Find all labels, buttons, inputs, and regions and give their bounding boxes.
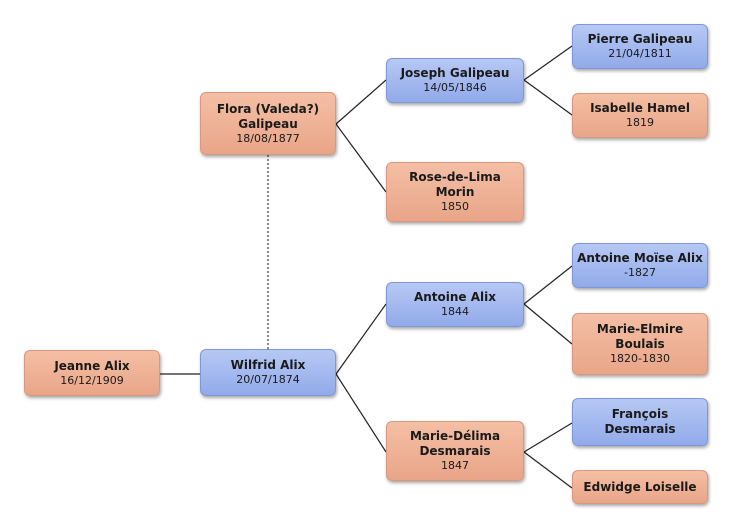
link-joseph-pierre [523, 45, 573, 81]
person-date: 1847 [441, 459, 469, 472]
person-name: Isabelle Hamel [590, 101, 690, 115]
link-marie-edwidge [523, 451, 573, 489]
person-date: 1850 [441, 200, 469, 213]
person-edwidge-loiselle[interactable]: Edwidge Loiselle [572, 470, 708, 504]
person-name: Marie-Délima Desmarais [409, 429, 501, 458]
person-flora-galipeau[interactable]: Flora (Valeda?) Galipeau 18/08/1877 [200, 92, 336, 155]
person-isabelle-hamel[interactable]: Isabelle Hamel 1819 [572, 93, 708, 138]
person-date: 1819 [626, 116, 654, 129]
link-flora-rose [335, 123, 387, 193]
person-name: Flora (Valeda?) Galipeau [216, 101, 320, 131]
person-date: 21/04/1811 [608, 47, 672, 60]
person-name: Rose-de-Lima Morin [409, 170, 501, 199]
person-date: 18/08/1877 [236, 131, 300, 145]
person-name: Edwidge Loiselle [583, 479, 697, 494]
person-date: -1827 [624, 266, 656, 279]
person-name: Pierre Galipeau [587, 32, 693, 46]
person-name: Antoine Alix [413, 290, 497, 304]
person-date: 1844 [441, 305, 469, 318]
person-name: Joseph Galipeau [400, 66, 510, 80]
link-antoine-moise [523, 265, 573, 305]
person-date: 16/12/1909 [60, 373, 124, 387]
link-antoine-elmire [523, 303, 573, 345]
link-flora-joseph [335, 79, 387, 125]
person-date: 20/07/1874 [236, 373, 300, 386]
link-marie-francois [523, 422, 573, 453]
person-name: Wilfrid Alix [230, 358, 306, 372]
link-joseph-isabelle [523, 79, 573, 116]
person-date: 14/05/1846 [423, 81, 487, 94]
person-rose-de-lima-morin[interactable]: Rose-de-Lima Morin 1850 [386, 162, 524, 222]
person-name: François Desmarais [604, 407, 676, 436]
person-name: Jeanne Alix [54, 358, 130, 373]
person-marie-elmire-boulais[interactable]: Marie-Elmire Boulais 1820-1830 [572, 313, 708, 375]
person-marie-delima-desmarais[interactable]: Marie-Délima Desmarais 1847 [386, 421, 524, 481]
person-name: Antoine Moïse Alix [577, 251, 703, 265]
person-name: Marie-Elmire Boulais [596, 322, 684, 351]
person-joseph-galipeau[interactable]: Joseph Galipeau 14/05/1846 [386, 58, 524, 103]
link-wilfrid-marie-delima [335, 373, 387, 453]
person-pierre-galipeau[interactable]: Pierre Galipeau 21/04/1811 [572, 24, 708, 69]
person-antoine-alix[interactable]: Antoine Alix 1844 [386, 282, 524, 327]
person-antoine-moise-alix[interactable]: Antoine Moïse Alix -1827 [572, 243, 708, 288]
person-wilfrid-alix[interactable]: Wilfrid Alix 20/07/1874 [200, 349, 336, 396]
person-date: 1820-1830 [610, 352, 670, 365]
link-wilfrid-antoine [335, 303, 387, 375]
person-francois-desmarais[interactable]: François Desmarais [572, 398, 708, 446]
person-jeanne-alix[interactable]: Jeanne Alix 16/12/1909 [24, 350, 160, 396]
